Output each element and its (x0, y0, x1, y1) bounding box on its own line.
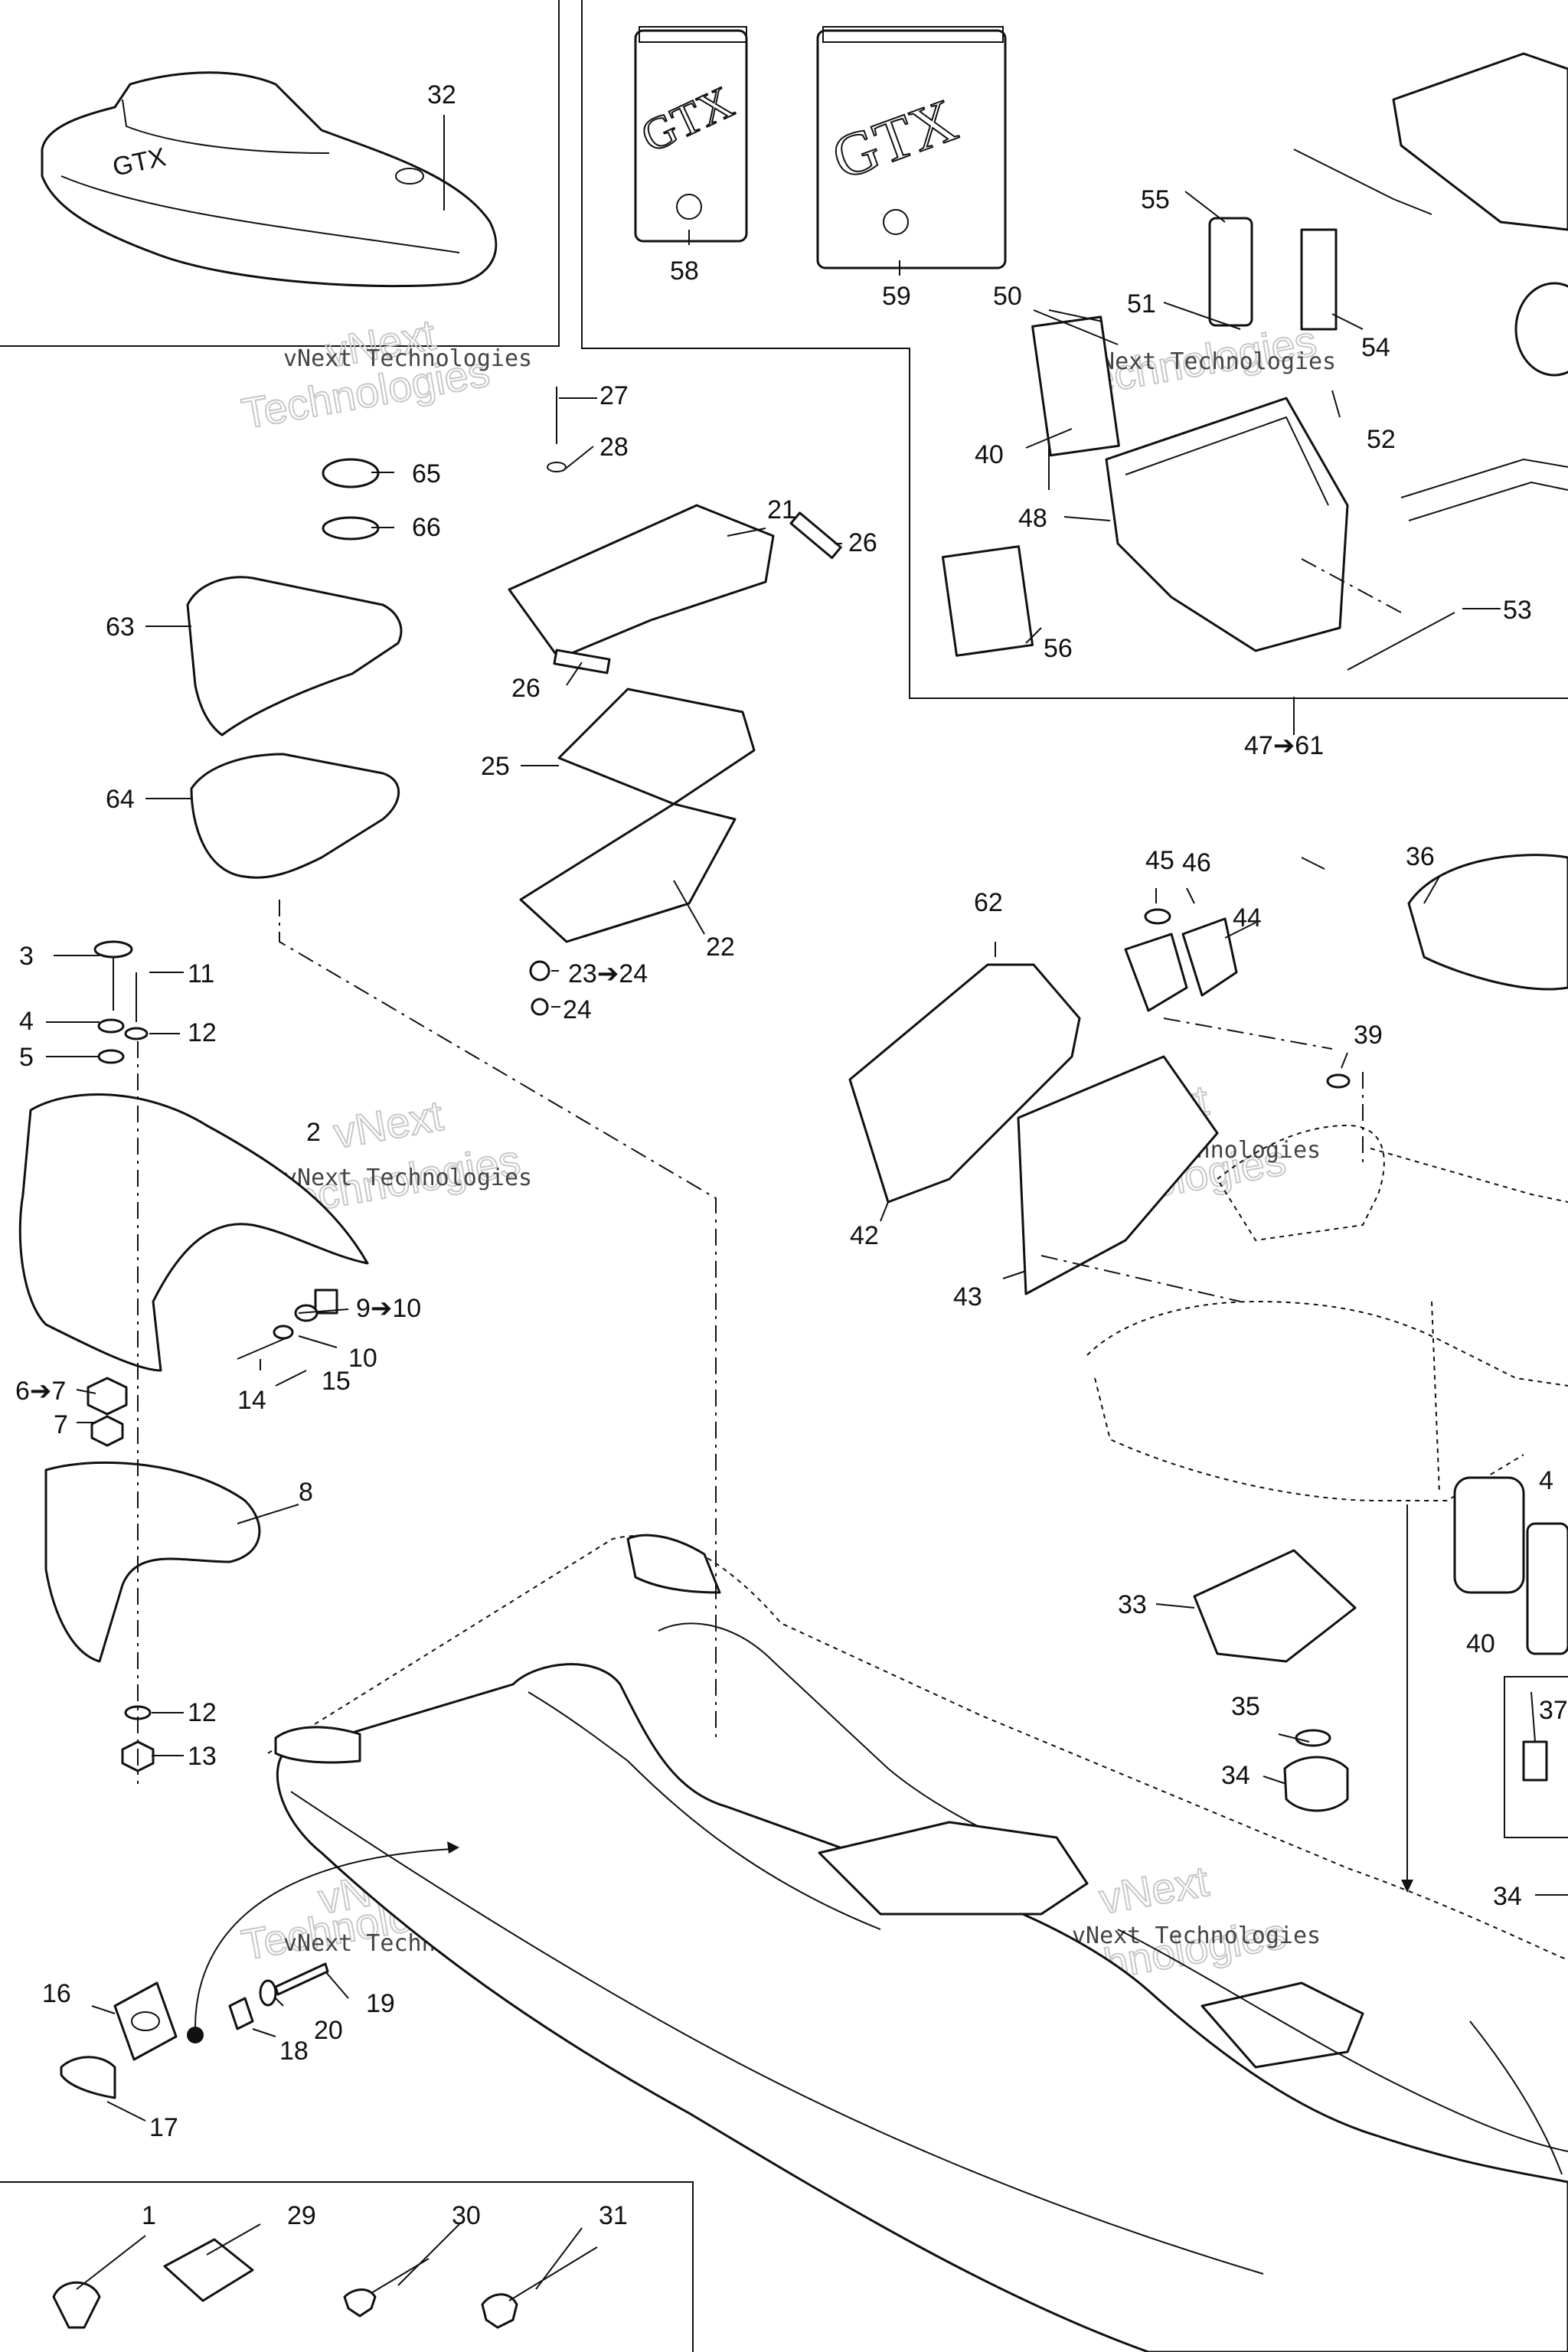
callout-41: 4 (1539, 1466, 1553, 1495)
part-seat-base (1086, 1124, 1568, 1501)
callout-34a: 34 (1221, 1761, 1250, 1790)
callout-6: 6➔7 (15, 1377, 66, 1406)
callout-20: 20 (314, 2016, 343, 2045)
callout-26a: 26 (848, 528, 877, 557)
callout-24: 24 (563, 995, 592, 1024)
callout-58: 58 (670, 256, 699, 286)
callout-13: 13 (188, 1742, 217, 1771)
watermark-text-3: vNext Technologies (283, 1165, 532, 1191)
part-glove-box (508, 387, 842, 1016)
part-hull-body (267, 1534, 1568, 2352)
callout-28: 28 (599, 433, 629, 462)
callout-64: 64 (106, 785, 135, 814)
callout-39: 39 (1354, 1021, 1383, 1050)
callout-47: 47➔61 (1244, 731, 1324, 760)
callout-63: 63 (106, 612, 135, 642)
callout-40b: 40 (1466, 1629, 1495, 1658)
callout-52: 52 (1367, 425, 1396, 454)
callout-9: 9➔10 (356, 1294, 421, 1323)
part-storage-bin (941, 52, 1568, 671)
part-bag-58: GTX (633, 26, 748, 243)
callout-22: 22 (706, 933, 735, 962)
callout-23: 23➔24 (568, 959, 648, 988)
leader-lines (46, 115, 1568, 2290)
callout-46: 46 (1182, 848, 1211, 877)
watermark-text-6: vNext Technologies (1072, 1922, 1321, 1949)
callout-51: 51 (1127, 289, 1156, 318)
part-fasteners-bottom (52, 2238, 598, 2329)
callout-44: 44 (1233, 903, 1262, 933)
callout-62: 62 (974, 888, 1003, 917)
part-gaskets-right (1193, 854, 1568, 1812)
callout-5: 5 (19, 1043, 34, 1072)
callout-54: 54 (1361, 333, 1390, 362)
callout-59: 59 (882, 282, 911, 311)
callout-2: 2 (306, 1118, 321, 1147)
callout-8: 8 (299, 1478, 313, 1507)
callout-15: 15 (322, 1367, 351, 1396)
callout-42: 42 (850, 1221, 879, 1250)
callout-7: 7 (54, 1410, 68, 1439)
callout-19: 19 (366, 1989, 395, 2018)
callout-29: 29 (287, 2201, 316, 2230)
part-bag-59: GTX (816, 26, 1007, 270)
callout-30: 30 (452, 2201, 481, 2230)
explosion-lines (137, 558, 1413, 1893)
callout-17: 17 (149, 2113, 178, 2142)
part-glove-box-lid (848, 908, 1351, 1295)
callout-55: 55 (1141, 185, 1170, 214)
callout-43: 43 (953, 1282, 982, 1312)
watermark-vnext-3: vNext (330, 1091, 446, 1158)
callout-48: 48 (1018, 504, 1047, 533)
callout-3: 3 (19, 942, 34, 971)
callout-53: 53 (1503, 596, 1532, 625)
callout-16: 16 (42, 1979, 71, 2008)
callout-31: 31 (599, 2201, 628, 2230)
callout-40a: 40 (975, 440, 1004, 469)
part-cover: GTX (41, 71, 498, 288)
callout-18: 18 (279, 2037, 309, 2066)
watermark-text-2: vNext Technologies (1087, 348, 1336, 375)
callout-1: 1 (142, 2201, 156, 2230)
callout-66: 66 (412, 513, 441, 542)
callout-labels: 32 58 59 55 51 50 54 52 40 48 53 56 47➔6… (15, 80, 1568, 2230)
watermark-vnext-6: vNext (1096, 1857, 1212, 1923)
callout-37: 37 (1539, 1696, 1568, 1725)
part-seat-tray (186, 458, 403, 879)
callout-56: 56 (1044, 634, 1073, 663)
watermark-text-1: vNext Technologies (283, 345, 532, 372)
callout-14: 14 (237, 1386, 266, 1415)
part-drain-assembly (60, 1841, 459, 2099)
callout-32: 32 (427, 80, 456, 109)
callout-65: 65 (412, 459, 441, 488)
callout-33: 33 (1118, 1590, 1147, 1619)
callout-35: 35 (1231, 1692, 1260, 1721)
callout-45: 45 (1145, 846, 1174, 875)
callout-25: 25 (481, 752, 510, 781)
callout-36: 36 (1406, 842, 1435, 871)
callout-21: 21 (767, 495, 796, 524)
callout-10: 10 (348, 1344, 377, 1373)
callout-12b: 12 (188, 1698, 217, 1727)
callout-27: 27 (599, 381, 629, 410)
callout-34b: 34 (1493, 1882, 1522, 1911)
callout-26b: 26 (511, 674, 541, 703)
callout-11: 11 (188, 959, 214, 988)
callout-50: 50 (993, 282, 1022, 311)
part-rear-grab-handle (18, 940, 369, 1772)
callout-4: 4 (19, 1007, 34, 1036)
callout-12a: 12 (188, 1018, 217, 1047)
